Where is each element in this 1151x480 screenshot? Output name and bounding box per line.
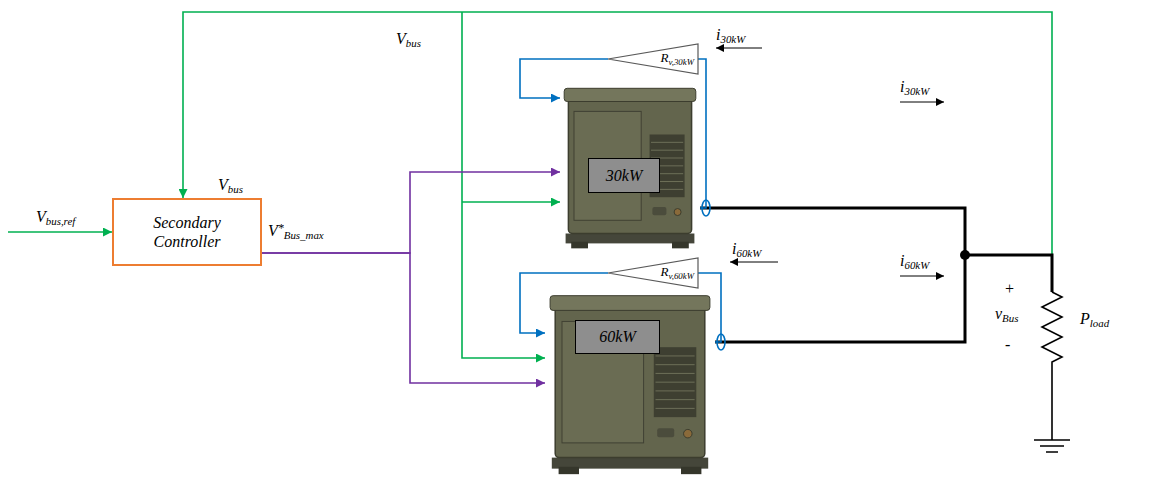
symbol-star: * xyxy=(278,221,284,235)
symbol-subscript: Bus xyxy=(1002,312,1018,324)
symbol-letter: R xyxy=(660,264,668,279)
symbol-letter: i xyxy=(900,252,904,269)
ground-symbol xyxy=(1034,440,1070,452)
signal-name: Vbus xyxy=(218,176,243,196)
current-arrow xyxy=(716,48,762,49)
rating-plate: 30kW xyxy=(588,158,660,193)
symbol-letter: P xyxy=(1080,310,1090,327)
gain-triangle-outline xyxy=(608,44,698,74)
polarity-mark: + xyxy=(1004,280,1015,298)
generator-foot xyxy=(571,242,588,249)
rating-text: 60kW xyxy=(599,328,635,346)
symbol-letter: i xyxy=(716,26,720,43)
generator-connector xyxy=(684,429,693,438)
load-name: Pload xyxy=(1080,310,1109,330)
generator-connector xyxy=(674,209,681,216)
junction-dot xyxy=(960,250,970,260)
generator-foot xyxy=(681,467,701,474)
symbol-subscript: 60kW xyxy=(736,247,761,259)
symbol-letter: V xyxy=(218,176,228,193)
symbol-subscript: 60kW xyxy=(904,259,929,271)
polarity-mark: - xyxy=(1005,336,1010,354)
generator-handle xyxy=(652,207,666,215)
symbol-letter: v xyxy=(995,305,1002,322)
rating-text: 30kW xyxy=(606,167,642,185)
symbol-subscript: bus xyxy=(406,37,421,49)
generator-housing xyxy=(555,307,705,458)
symbol-subscript: v,30kW xyxy=(668,57,694,67)
power-wire xyxy=(700,208,965,342)
generator-lid xyxy=(564,88,696,101)
gain-triangle: Rv,60kW xyxy=(608,258,698,288)
generator-unit: 30kW xyxy=(560,85,700,250)
resistor-symbol xyxy=(1042,292,1062,440)
rating-plate: 60kW xyxy=(575,320,660,354)
generator-foot xyxy=(559,467,579,474)
symbol-subscript: 30kW xyxy=(904,85,929,97)
symbol-subscript: bus,ref xyxy=(46,215,76,227)
control-signal xyxy=(262,253,545,383)
generator-grill xyxy=(654,347,697,417)
current-arrow xyxy=(900,276,944,277)
symbol-letter: - xyxy=(1005,336,1010,353)
symbol-letter: + xyxy=(1004,280,1015,297)
grill-slats xyxy=(656,356,695,408)
symbol-subscript: bus xyxy=(228,183,243,195)
signal-name: Vbus,ref xyxy=(36,208,75,228)
signal-name: V*Bus_max xyxy=(268,222,324,242)
current-name: i30kW xyxy=(900,78,929,98)
current-arrow xyxy=(900,102,944,103)
bus-voltage-feedback xyxy=(183,12,1052,255)
generator-housing xyxy=(568,98,691,233)
symbol-letter: i xyxy=(900,78,904,95)
gain-triangle-outline xyxy=(608,258,698,288)
generator-unit: 60kW xyxy=(545,292,715,476)
gain-name: Rv,60kW xyxy=(660,265,694,280)
generator-handle xyxy=(657,428,674,437)
symbol-subscript: Bus_max xyxy=(284,229,324,241)
symbol-letter: i xyxy=(732,240,736,257)
generator-foot xyxy=(672,242,689,249)
current-name: i30kW xyxy=(716,26,745,46)
voltage-name: vBus xyxy=(995,305,1018,325)
controller-box: Secondary Controller xyxy=(112,198,262,266)
current-measurement xyxy=(698,59,706,208)
symbol-letter: V xyxy=(268,222,278,239)
current-arrow xyxy=(730,262,778,263)
reference-input xyxy=(8,231,112,233)
symbol-subscript: 30kW xyxy=(720,33,745,45)
gain-triangle: Rv,30kW xyxy=(608,44,698,74)
control-signal xyxy=(262,172,560,253)
symbol-letter: V xyxy=(396,30,406,47)
gain-name: Rv,30kW xyxy=(660,51,694,66)
controller-title: Secondary Controller xyxy=(118,213,256,251)
signal-name: Vbus xyxy=(396,30,421,50)
generator-lid xyxy=(550,296,710,311)
bus-voltage-feedback xyxy=(462,201,560,203)
bus-voltage-feedback xyxy=(462,12,545,358)
symbol-letter: R xyxy=(660,50,668,65)
current-name: i60kW xyxy=(900,252,929,272)
current-name: i60kW xyxy=(732,240,761,260)
symbol-subscript: load xyxy=(1090,317,1109,329)
symbol-letter: V xyxy=(36,208,46,225)
symbol-subscript: v,60kW xyxy=(668,271,694,281)
